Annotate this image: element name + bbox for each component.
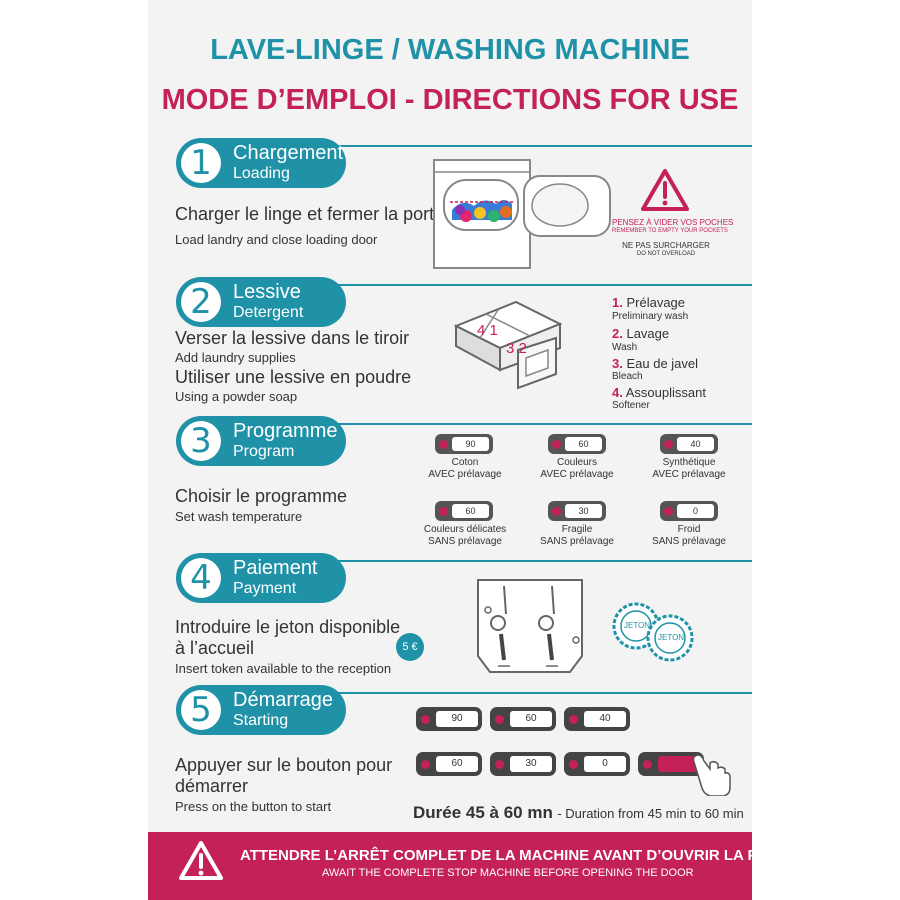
step-1-badge: 1 Chargement Loading [176,138,346,188]
program-name: Froid [677,524,701,535]
program-option: SANS prélavage [652,536,726,547]
washing-machine-icon [433,159,611,269]
step-title-fr: Programme [233,420,338,442]
program-button-fragile[interactable]: 30 [548,501,606,521]
start-temp-button-60-sans[interactable]: 60 [416,752,482,776]
step-4-badge: 4 Paiement Payment [176,553,346,603]
compartment-3-en: Bleach [612,371,643,382]
token-label: JETON [624,621,651,630]
program-option: AVEC prélavage [428,469,502,480]
pointing-hand-icon [692,754,731,796]
start-temp-button-30[interactable]: 30 [490,752,556,776]
duration-en: - Duration from 45 min to 60 min [557,806,744,821]
step-5-badge: 5 Démarrage Starting [176,685,346,735]
compartment-2: 2. Lavage [612,326,670,341]
compartment-4-en: Softener [612,400,650,411]
step-number: 2 [181,282,221,322]
program-option: AVEC prélavage [540,469,614,480]
token-coins-icon [612,602,694,662]
program-option: SANS prélavage [428,536,502,547]
step-5-instruction-fr-2: démarrer [175,776,249,796]
price-badge: 5 € [396,633,424,661]
step-title-fr: Lessive [233,281,301,303]
step-number: 3 [181,421,221,461]
step-2-badge: 2 Lessive Detergent [176,277,346,327]
step-title-fr: Paiement [233,557,318,579]
page-subtitle: MODE D’EMPLOI - DIRECTIONS FOR USE [161,84,739,116]
section-rule [300,692,752,694]
compartment-4: 4. Assouplissant [612,385,706,400]
step-1-instruction-en: Load landry and close loading door [175,232,378,247]
footer-warning-icon [179,841,223,880]
step-4-instruction-fr: Introduire le jeton disponible [175,617,401,637]
step-4-instruction-en: Insert token available to the reception [175,661,392,676]
section-rule [300,145,752,147]
start-temp-button-40[interactable]: 40 [564,707,630,731]
step-title-en: Starting [233,712,289,729]
start-temp-button-60[interactable]: 60 [490,707,556,731]
step-number: 1 [181,143,221,183]
empty-pockets-text-fr: PENSEZ À VIDER VOS POCHES [612,218,734,227]
detergent-drawer-icon [453,300,563,390]
step-2-powder-fr: Utiliser une lessive en poudre [175,367,412,387]
footer-warning-fr: ATTENDRE L’ARRÊT COMPLET DE LA MACHINE A… [240,847,800,864]
step-3-badge: 3 Programme Program [176,416,346,466]
program-name: Fragile [561,524,593,535]
page-title: LAVE-LINGE / WASHING MACHINE [210,34,690,66]
footer-warning-banner [148,832,752,900]
empty-pockets-text-en: REMEMBER TO EMPTY YOUR POCKETS [612,228,728,234]
step-title-en: Detergent [233,304,304,321]
step-title-fr: Chargement [233,142,344,164]
step-2-instruction-fr: Verser la lessive dans le tiroir [175,328,410,348]
compartment-1: 1. Prélavage [612,295,686,310]
step-1-instruction-fr: Charger le linge et fermer la porte [175,204,445,224]
program-name: Couleurs [556,457,598,468]
program-name: Couleurs délicates [423,524,507,535]
compartment-3: 3. Eau de javel [612,356,699,371]
no-overload-text-en: DO NOT OVERLOAD [636,251,696,257]
step-2-powder-en: Using a powder soap [175,389,298,404]
program-button-coton[interactable]: 90 [435,434,493,454]
step-3-instruction-fr: Choisir le programme [175,486,348,506]
compartment-1-en: Preliminary wash [612,311,689,322]
warning-triangle-icon [641,169,689,211]
no-overload-text-fr: NE PAS SURCHARGER [622,241,710,250]
program-name: Synthétique [662,457,716,468]
step-4-instruction-fr-2: à l’accueil [175,638,255,658]
duration-fr: Durée 45 à 60 mn [413,803,553,822]
step-5-instruction-fr: Appuyer sur le bouton pour [175,755,393,775]
step-5-instruction-en: Press on the button to start [175,799,332,814]
step-number: 5 [181,690,221,730]
step-title-en: Program [233,443,295,460]
drawer-label-3-2: 3 2 [506,340,527,357]
footer-warning-en: AWAIT THE COMPLETE STOP MACHINE BEFORE O… [322,867,694,879]
program-button-synthetique[interactable]: 40 [660,434,718,454]
compartment-2-en: Wash [612,342,638,353]
program-option: SANS prélavage [540,536,614,547]
step-2-instruction-en: Add laundry supplies [175,350,296,365]
start-temp-button-90[interactable]: 90 [416,707,482,731]
start-button[interactable] [638,752,704,776]
program-button-froid[interactable]: 0 [660,501,718,521]
section-rule [300,423,752,425]
drawer-label-4-1: 4 1 [477,322,498,339]
duration: Durée 45 à 60 mn - Duration from 45 min … [413,803,744,823]
section-rule [300,560,752,562]
program-option: AVEC prélavage [652,469,726,480]
step-3-instruction-en: Set wash temperature [175,509,303,524]
program-button-couleurs-delicates[interactable]: 60 [435,501,493,521]
step-title-fr: Démarrage [233,689,334,711]
section-rule [300,284,752,286]
token-label: JETON [658,633,685,642]
step-title-en: Payment [233,580,297,597]
step-title-en: Loading [233,165,290,182]
start-temp-button-0[interactable]: 0 [564,752,630,776]
coin-slot-mechanism-icon [477,579,583,673]
program-button-couleurs[interactable]: 60 [548,434,606,454]
step-number: 4 [181,558,221,598]
program-name: Coton [451,457,479,468]
